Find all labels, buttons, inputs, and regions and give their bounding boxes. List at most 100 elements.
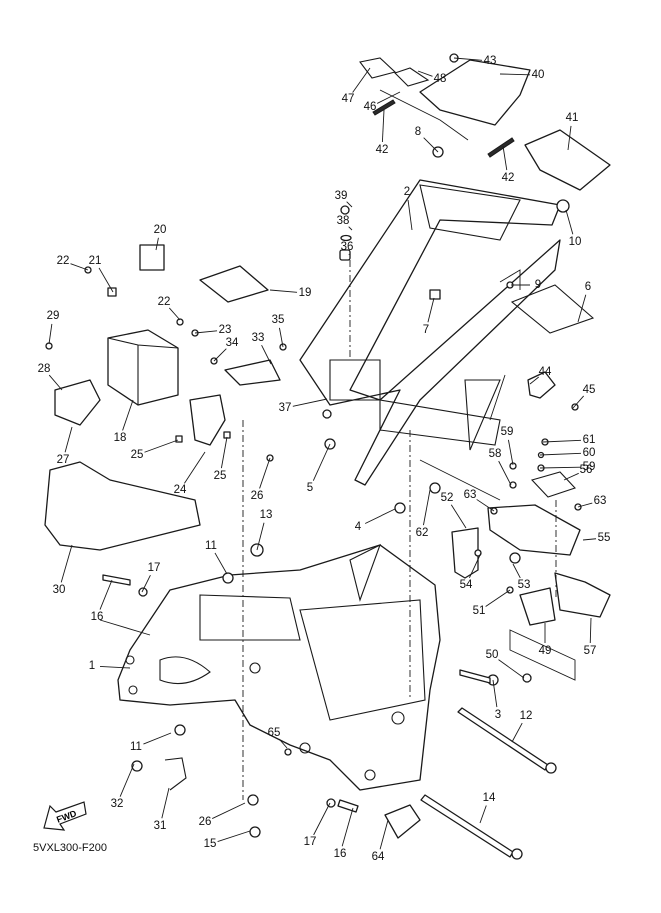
callout-49: 49 — [539, 645, 552, 657]
callout-16: 16 — [91, 611, 104, 623]
callout-34: 34 — [226, 337, 239, 349]
fastener-parts — [45, 53, 582, 838]
leader-line-45 — [572, 395, 585, 409]
leader-line-28 — [48, 374, 63, 391]
leader-line-46 — [376, 91, 401, 104]
leader-line-37 — [292, 398, 328, 407]
leader-line-16 — [99, 579, 113, 610]
leader-line-2 — [407, 199, 413, 231]
bracket-part — [451, 527, 479, 579]
callout-59: 59 — [501, 426, 514, 438]
callout-63: 63 — [464, 489, 477, 501]
callout-31: 31 — [154, 820, 167, 832]
leader-line-56 — [563, 472, 579, 481]
leader-line-65 — [278, 738, 288, 749]
leader-line-54 — [468, 552, 482, 578]
callout-11: 11 — [205, 540, 217, 552]
leader-line-40 — [499, 73, 531, 76]
leader-line-55 — [582, 538, 597, 541]
callout-15: 15 — [204, 838, 217, 850]
leader-line-63 — [577, 502, 593, 508]
callout-65: 65 — [268, 727, 281, 739]
callout-28: 28 — [38, 363, 51, 375]
leader-line-23 — [194, 330, 218, 334]
leader-line-53 — [512, 563, 521, 579]
fwd-arrow-icon: FWD — [43, 801, 87, 831]
callout-24: 24 — [174, 484, 187, 496]
bracket-part — [519, 587, 556, 626]
leader-line-59 — [539, 466, 582, 469]
leader-line-38 — [348, 226, 353, 231]
leader-line-41 — [567, 125, 572, 151]
callout-26: 26 — [251, 490, 264, 502]
callout-35: 35 — [272, 314, 285, 326]
callout-25: 25 — [131, 449, 144, 461]
callout-58: 58 — [489, 448, 502, 460]
callout-48: 48 — [434, 73, 447, 85]
callout-8: 8 — [415, 126, 421, 138]
cover-plate-part — [139, 244, 165, 271]
clamp-part — [164, 757, 187, 791]
callout-42: 42 — [502, 172, 515, 184]
through-bolt-part — [420, 794, 523, 860]
leader-line-7 — [427, 297, 435, 323]
leader-line-50 — [498, 659, 525, 679]
leader-line-30 — [60, 544, 73, 583]
through-bolt-part — [457, 707, 557, 774]
callout-6: 6 — [585, 281, 591, 293]
callout-54: 54 — [460, 579, 473, 591]
callout-7: 7 — [423, 324, 429, 336]
callout-17: 17 — [304, 836, 317, 848]
callout-61: 61 — [583, 434, 596, 446]
callout-59: 59 — [583, 461, 596, 473]
callout-13: 13 — [260, 509, 273, 521]
callout-29: 29 — [47, 310, 60, 322]
leader-line-3 — [492, 679, 498, 708]
leader-line-16 — [341, 807, 354, 847]
leader-line-13 — [256, 522, 265, 551]
callout-62: 62 — [416, 527, 429, 539]
callout-18: 18 — [114, 432, 127, 444]
leader-line-1 — [99, 665, 131, 669]
leader-line-60 — [539, 452, 582, 456]
leader-line-10 — [565, 209, 574, 235]
leader-line-27 — [64, 426, 73, 453]
leader-line-17 — [313, 802, 331, 836]
plate-part — [530, 471, 576, 498]
leader-line-44 — [529, 376, 540, 385]
callout-25: 25 — [214, 470, 227, 482]
stay-bracket-part — [224, 359, 281, 386]
callout-57: 57 — [584, 645, 597, 657]
relay-bracket-part — [189, 394, 226, 446]
bracket-part — [527, 371, 556, 399]
leader-line-58 — [498, 460, 512, 486]
leader-line-62 — [423, 489, 431, 526]
leader-line-57 — [589, 617, 592, 644]
damper-strip-part — [487, 137, 515, 158]
callout-26: 26 — [199, 816, 212, 828]
callout-37: 37 — [279, 402, 292, 414]
leader-line-59 — [507, 439, 514, 466]
callout-36: 36 — [341, 241, 354, 253]
mount-bracket-part — [487, 504, 581, 556]
callout-32: 32 — [111, 798, 124, 810]
callout-17: 17 — [148, 562, 161, 574]
battery-box-part — [107, 329, 179, 406]
callout-9: 9 — [535, 279, 541, 291]
callout-11: 11 — [130, 741, 142, 753]
callout-64: 64 — [372, 851, 385, 863]
callout-27: 27 — [57, 454, 70, 466]
callout-14: 14 — [483, 792, 496, 804]
leader-line-11 — [214, 552, 228, 575]
leader-line-47 — [352, 67, 371, 93]
callout-10: 10 — [569, 236, 582, 248]
leader-line-48 — [417, 70, 433, 77]
callout-20: 20 — [154, 224, 167, 236]
holder-bracket-part — [54, 379, 101, 426]
leader-line-18 — [122, 399, 134, 431]
leader-line-33 — [261, 344, 272, 365]
callout-23: 23 — [219, 324, 232, 336]
leader-line-8 — [423, 137, 439, 153]
